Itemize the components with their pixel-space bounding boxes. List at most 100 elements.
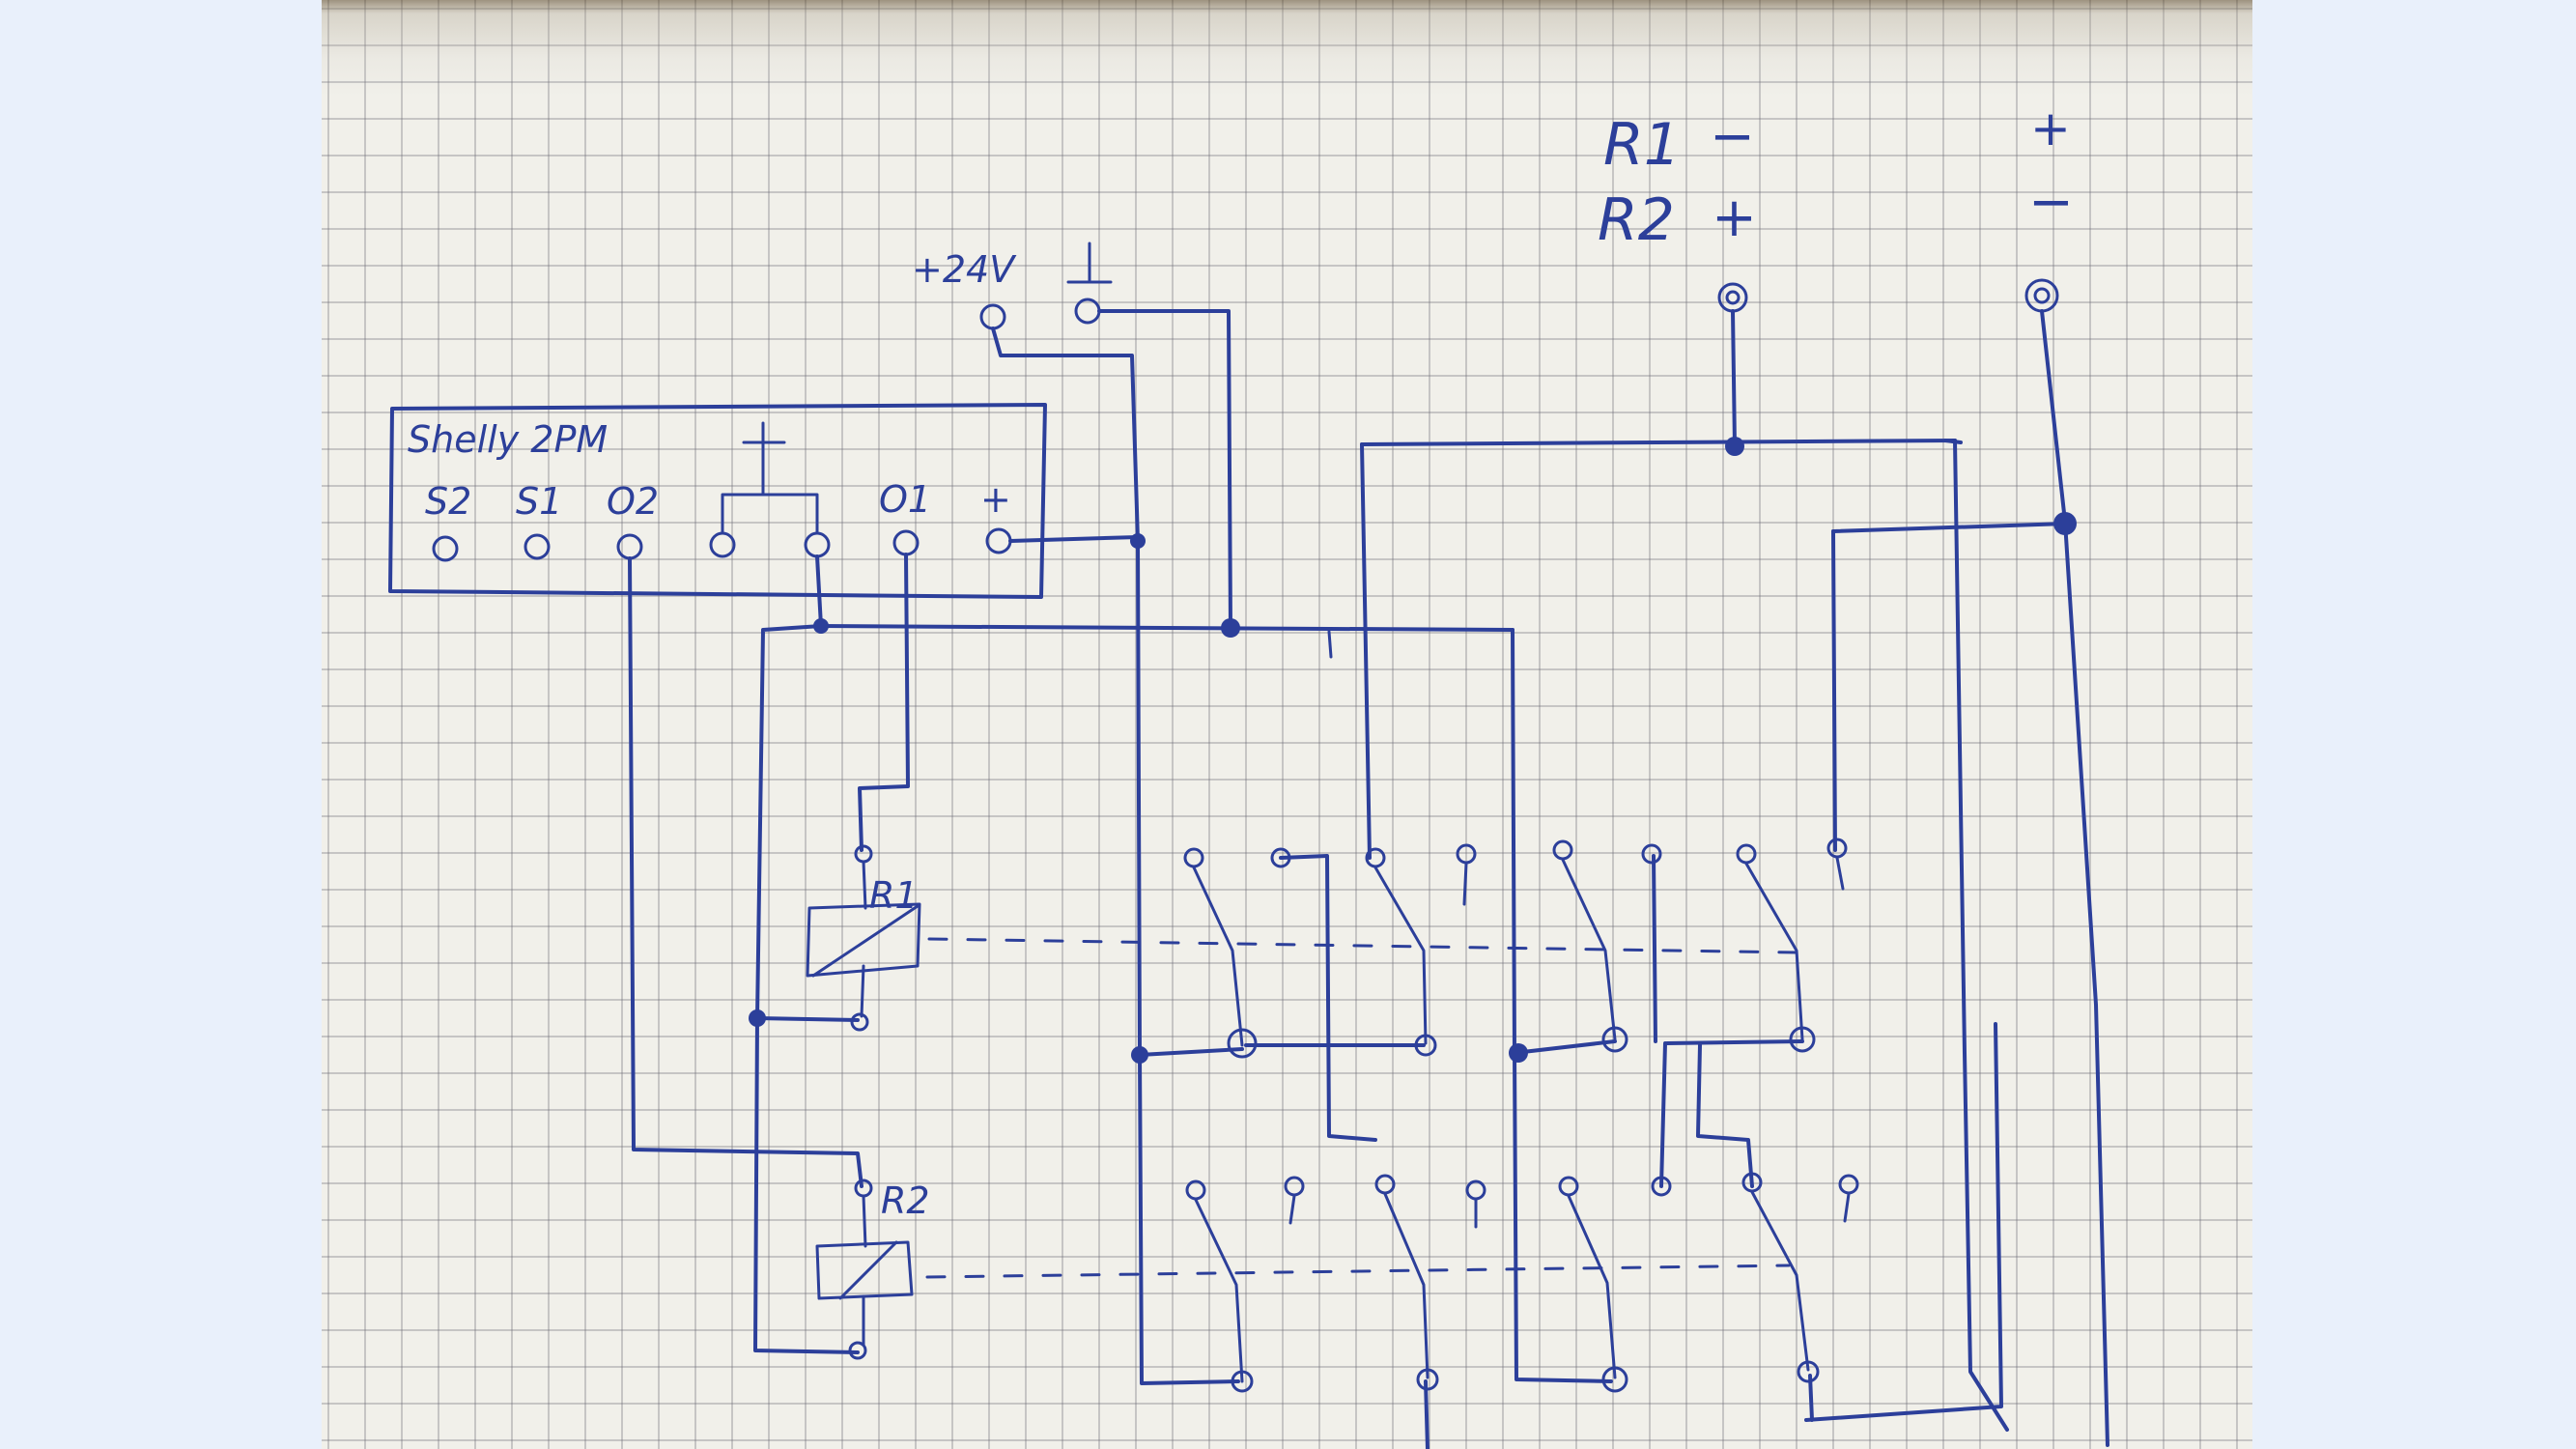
r1-contact-7-top xyxy=(1736,843,1757,865)
wire-output-right-bus xyxy=(1831,522,2069,533)
wire-shelly-ground-drop xyxy=(815,554,823,628)
wire-right-loop-bottom xyxy=(1804,1022,2003,1422)
r1-open-stubs xyxy=(1462,856,1845,906)
wire-cross-d xyxy=(1696,1043,1754,1188)
wire-row1-bottom-mid xyxy=(1513,1039,1617,1055)
r1-contact-2-common xyxy=(1414,1034,1437,1057)
r1-contact-4-common xyxy=(1789,1026,1816,1053)
terminal-plus xyxy=(985,527,1012,554)
r2-label: R2 xyxy=(881,1179,930,1222)
wire-cross-c xyxy=(1659,1041,1667,1188)
r1-contacts xyxy=(1183,838,1848,1059)
relay-r2: R2 xyxy=(815,1179,1791,1360)
shelly-module: Shelly 2PM S2 S1 O2 O1 + xyxy=(388,403,1047,599)
legend-r1-right-sign: + xyxy=(2030,100,2071,156)
junction-supply-ground xyxy=(1221,618,1240,638)
shelly-module-label: Shelly 2PM xyxy=(408,418,608,461)
r1-coil-top-terminal xyxy=(854,844,873,864)
wire-to-rightmost-contact xyxy=(1831,529,1837,852)
r1-coil-diagonal xyxy=(811,904,920,978)
r2-contact-4-top xyxy=(1465,1179,1486,1201)
wire-right-loop-a xyxy=(1953,439,2009,1432)
r2-contact-4-common xyxy=(1797,1360,1820,1383)
supply-ground-terminal xyxy=(1074,298,1101,325)
wire-bus-tick xyxy=(1327,630,1333,659)
terminal-o1 xyxy=(892,529,920,556)
wire-shelly-plus xyxy=(1008,535,1140,543)
r1-contact-1-common xyxy=(1227,1028,1258,1059)
r2-contact-1-common xyxy=(1231,1370,1254,1393)
terminal-gnd-a xyxy=(709,531,736,558)
r1-contact-5-top xyxy=(1552,839,1573,861)
output-terminal-right-inner xyxy=(2033,287,2051,304)
relay-r1: R1 xyxy=(806,844,1798,1032)
shelly-ground-symbol xyxy=(742,421,786,444)
r1-coil-bottom-lead xyxy=(860,964,865,1018)
r1-contact-2-top xyxy=(1270,847,1291,868)
wire-r1-return xyxy=(755,1016,860,1022)
wire-right-loop-corner xyxy=(1943,439,1963,444)
terminal-label-o1: O1 xyxy=(879,478,931,521)
supply-ground-symbol xyxy=(1066,242,1113,284)
r1-mechanical-linkage xyxy=(927,937,1798,954)
wire-row1-bottom-right xyxy=(1665,1039,1804,1045)
paper-shadow xyxy=(322,0,2252,97)
wire-supply-plus xyxy=(991,327,1140,543)
r1-switch-blade-4 xyxy=(1744,862,1804,1041)
r2-coil-top-lead xyxy=(862,1194,867,1248)
terminal-label-plus: + xyxy=(980,478,1011,521)
terminal-s1 xyxy=(524,533,551,560)
r2-contact-2-top xyxy=(1284,1176,1305,1197)
supply-plus-label: +24V xyxy=(912,248,1017,291)
output-terminal-left xyxy=(1717,282,1748,313)
junction-plus xyxy=(1130,533,1146,549)
shelly-box-outline xyxy=(388,403,1047,599)
wire-bottom-right-join xyxy=(1808,1374,1814,1422)
r2-contact-1-top xyxy=(1185,1179,1206,1201)
legend-r2-label: R2 xyxy=(1598,186,1675,254)
r2-contact-3-top xyxy=(1374,1174,1396,1195)
wiring xyxy=(628,309,2109,1449)
r2-coil-box xyxy=(815,1240,914,1300)
r1-switch-blade-3 xyxy=(1561,858,1617,1041)
legend-r2-right-sign: − xyxy=(2028,171,2074,234)
junction-plus-bus-row1 xyxy=(1131,1046,1148,1064)
terminal-label-o2: O2 xyxy=(607,480,659,523)
legend-r1-label: R1 xyxy=(1603,111,1681,179)
r2-contact-3-common xyxy=(1601,1366,1628,1393)
terminal-o2 xyxy=(616,533,643,560)
wire-supply-ground xyxy=(1097,309,1232,630)
r2-coil-bottom-terminal xyxy=(848,1341,867,1360)
wire-contact-cross-a xyxy=(1279,854,1377,1142)
wire-output-left-bus xyxy=(1360,439,1957,446)
r2-switch-blade-2 xyxy=(1383,1192,1430,1379)
wire-left-ground-column xyxy=(753,624,860,1354)
legend-r2-left-sign: + xyxy=(1712,186,1757,249)
r1-contact-1-top xyxy=(1183,847,1204,868)
wire-bottom-exit xyxy=(1424,1379,1430,1449)
r1-coil-top-lead xyxy=(862,860,867,910)
r2-contact-2-common xyxy=(1416,1368,1439,1391)
r2-coil-diagonal xyxy=(838,1240,898,1300)
supply-plus-terminal xyxy=(979,303,1006,330)
r1-label: R1 xyxy=(869,874,919,917)
wire-output-left-drop xyxy=(1731,309,1737,448)
terminal-gnd-b xyxy=(804,531,831,558)
r1-contact-4-top xyxy=(1456,843,1477,865)
junctions xyxy=(749,437,2077,1064)
junction-output-left xyxy=(1725,437,1744,456)
r2-open-stubs xyxy=(1288,1192,1851,1229)
junction-shelly-ground xyxy=(813,618,829,634)
terminal-label-s2: S2 xyxy=(425,480,471,523)
r2-coil-top-terminal xyxy=(854,1179,873,1198)
wire-o2-to-r2 xyxy=(628,556,863,1188)
r2-contact-6-top xyxy=(1651,1176,1672,1197)
ground-terminal-bridge xyxy=(721,440,819,535)
r1-contact-6-top xyxy=(1641,843,1662,865)
terminal-label-s1: S1 xyxy=(516,480,562,523)
r2-switch-blade-4 xyxy=(1750,1190,1810,1372)
wire-o1-to-r1 xyxy=(858,553,910,852)
junction-ground-row1 xyxy=(1509,1043,1528,1063)
r2-switch-blade-3 xyxy=(1567,1194,1617,1379)
wire-ground-bus xyxy=(817,624,1514,632)
